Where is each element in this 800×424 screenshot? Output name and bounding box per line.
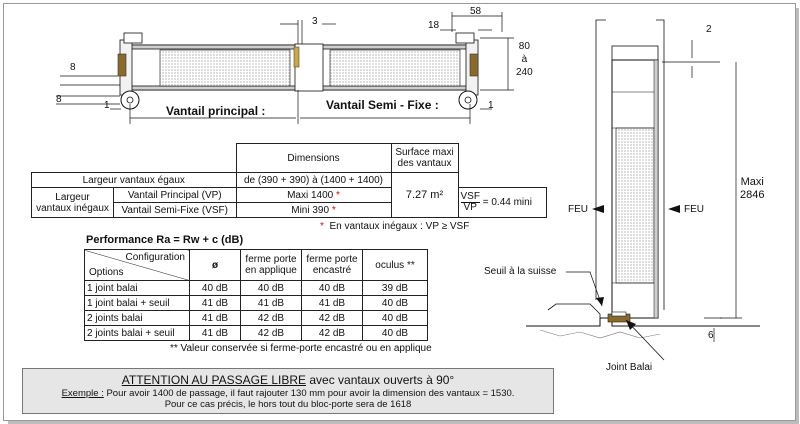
attention-headline: ATTENTION AU PASSAGE LIBRE avec vantaux … bbox=[121, 373, 455, 387]
inegaux-label: Largeur vantaux inégaux bbox=[31, 187, 114, 218]
header-config-options: Configuration Options bbox=[84, 249, 190, 281]
header-none: ø bbox=[189, 249, 241, 281]
seuil-label: Seuil à la suisse bbox=[484, 266, 557, 277]
surface-value: 7.27 m² bbox=[390, 172, 459, 218]
header-oculus: oculus ** bbox=[362, 249, 428, 281]
performance-title: Performance Ra = Rw + c (dB) bbox=[86, 234, 244, 246]
inegaux-footnote: * En vantaux inégaux : VP ≥ VSF bbox=[320, 221, 470, 232]
side-dim-6: 6 bbox=[708, 330, 714, 341]
attention-example: Exemple : Pour avoir 1400 de passage, il… bbox=[61, 388, 515, 399]
header-dimensions: Dimensions bbox=[235, 143, 392, 173]
dim-80-a-240: 80 à 240 bbox=[516, 41, 533, 78]
side-section bbox=[526, 19, 760, 361]
dim-1-right: 1 bbox=[488, 100, 494, 111]
row-egaux-label: Largeur vantaux égaux bbox=[31, 172, 237, 188]
dim-1-left: 1 bbox=[104, 100, 110, 111]
joint-balai-label: Joint Balai bbox=[606, 362, 653, 373]
feu-left: FEU bbox=[568, 204, 588, 215]
vp-value: Maxi 1400 * bbox=[235, 187, 392, 203]
dim-8-left: 8 bbox=[70, 62, 76, 73]
feu-right: FEU bbox=[684, 204, 704, 215]
label-vantail-semi-fixe: Vantail Semi - Fixe : bbox=[326, 98, 439, 112]
dim-3: 3 bbox=[312, 16, 318, 27]
performance-footnote: ** Valeur conservée si ferme-porte encas… bbox=[170, 343, 432, 354]
plan-door-leaves bbox=[117, 32, 479, 110]
row-egaux-value: de (390 + 390) à (1400 + 1400) bbox=[235, 172, 392, 188]
attention-box: ATTENTION AU PASSAGE LIBRE avec vantaux … bbox=[22, 368, 554, 414]
dim-58: 58 bbox=[470, 6, 482, 17]
label-vantail-principal: Vantail principal : bbox=[166, 104, 266, 118]
dim-8-bottom: 8 bbox=[56, 94, 62, 105]
side-dim-2: 2 bbox=[706, 24, 712, 35]
vsf-label: Vantail Semi-Fixe (VSF) bbox=[113, 202, 237, 218]
dim-18: 18 bbox=[428, 20, 440, 31]
header-surface: Surface maxi des vantaux bbox=[390, 143, 459, 173]
dimensions-table: Dimensions Surface maxi des vantaux Larg… bbox=[31, 143, 547, 218]
ratio-cell: VSF VP = 0.44 mini bbox=[457, 187, 547, 218]
vp-label: Vantail Principal (VP) bbox=[113, 187, 237, 203]
attention-line3: Pour ce cas précis, le hors tout du bloc… bbox=[164, 399, 412, 410]
vsf-value: Mini 390 * bbox=[235, 202, 392, 218]
plan-dimension-lines bbox=[56, 12, 514, 124]
